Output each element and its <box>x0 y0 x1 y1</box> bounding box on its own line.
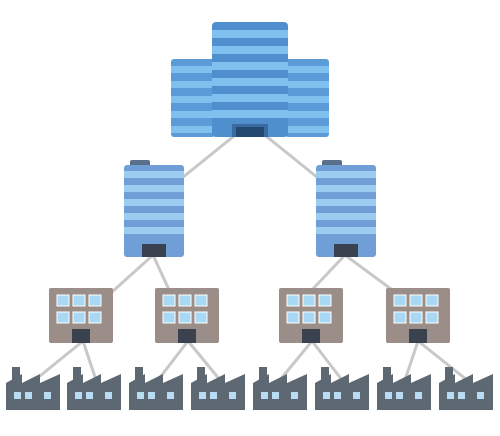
factory-icon <box>315 367 369 410</box>
connector-office-left-branch-2 <box>151 254 172 293</box>
factory-icon <box>67 367 121 410</box>
factory-icon <box>377 367 431 410</box>
connector-branch-3-factory-6 <box>310 340 344 381</box>
factories <box>6 367 493 410</box>
branch-building-icon <box>155 288 219 343</box>
connector-branch-1-factory-1 <box>34 339 84 382</box>
branch-building-icon <box>279 288 343 343</box>
connector-hq-office-right <box>265 134 324 184</box>
factory-icon <box>6 367 60 410</box>
connector-hq-office-left <box>176 134 235 184</box>
connector-branch-3-factory-5 <box>278 340 314 381</box>
factory-icon <box>129 367 183 410</box>
office-building-right-icon <box>316 160 376 257</box>
factory-icon <box>439 367 493 410</box>
office-building-left-icon <box>124 160 184 257</box>
connector-office-right-branch-3 <box>308 253 347 294</box>
connector-branch-2-factory-4 <box>186 340 222 381</box>
branch-building-icon <box>386 288 450 343</box>
connector-branch-4-factory-7 <box>403 340 420 381</box>
factory-icon <box>191 367 245 410</box>
connector-office-left-branch-1 <box>110 253 155 294</box>
connector-branch-2-factory-3 <box>156 340 190 381</box>
factory-icon <box>253 367 307 410</box>
headquarters-icon <box>171 22 329 137</box>
branch-building-icon <box>49 288 113 343</box>
branch-buildings <box>49 288 450 343</box>
connector-branch-1-factory-2 <box>81 340 98 381</box>
connector-office-right-branch-4 <box>344 253 396 294</box>
connector-branch-4-factory-8 <box>417 339 468 382</box>
connectors <box>34 134 468 382</box>
